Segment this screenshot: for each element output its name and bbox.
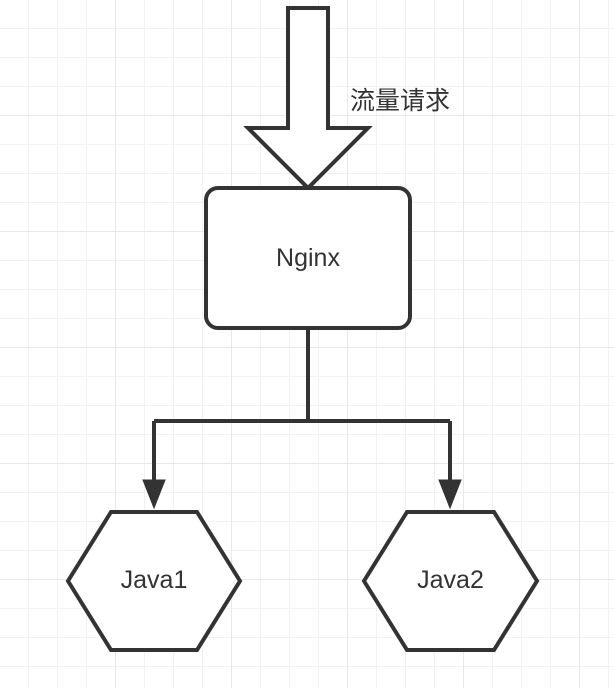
traffic-request-label: 流量请求 xyxy=(350,87,451,115)
nginx-to-java2-arrowhead xyxy=(438,479,462,510)
java1-node-shape[interactable] xyxy=(65,510,243,652)
java2-node-label: Java2 xyxy=(417,566,484,594)
nginx-to-java1-arrowhead xyxy=(142,479,166,510)
traffic-request-block-arrow xyxy=(243,6,373,191)
java1-node-label: Java1 xyxy=(120,566,188,594)
java2-node-shape[interactable] xyxy=(361,510,540,652)
nginx-node-label: Nginx xyxy=(276,244,340,272)
